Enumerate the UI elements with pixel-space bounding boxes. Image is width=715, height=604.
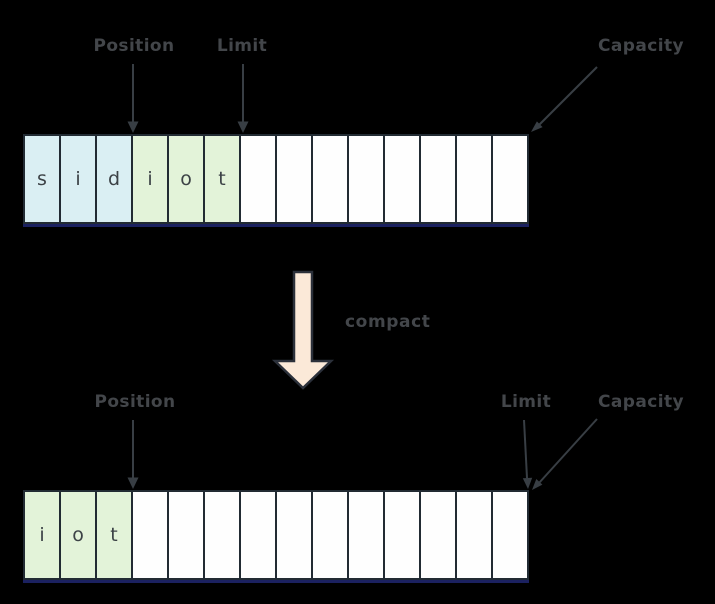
buffer-cell: o	[61, 492, 97, 578]
buffer-cell: d	[97, 136, 133, 222]
buffer-cell: i	[133, 136, 169, 222]
cell-letter: o	[180, 168, 192, 190]
cell-letter: i	[39, 524, 45, 546]
buffer-cell: t	[205, 136, 241, 222]
buffer-cell	[421, 492, 457, 578]
buffer-cell	[385, 492, 421, 578]
buffer-cell	[493, 136, 527, 222]
buffer-cell	[277, 136, 313, 222]
cell-letter: o	[72, 524, 84, 546]
buffer-cell	[349, 136, 385, 222]
top-position-arrow	[127, 64, 139, 133]
buffer-cell	[349, 492, 385, 578]
buffer-cell	[205, 492, 241, 578]
buffer-cell	[169, 492, 205, 578]
compact-label: compact	[345, 312, 431, 332]
buffer-cell	[313, 492, 349, 578]
cell-letter: s	[37, 168, 47, 190]
cell-letter: i	[75, 168, 81, 190]
buffer-cell: i	[61, 136, 97, 222]
buffer-cell: s	[25, 136, 61, 222]
buffer-cell	[277, 492, 313, 578]
top-limit-arrow	[237, 64, 249, 133]
bottom-limit-label: Limit	[500, 392, 552, 412]
top-position-label: Position	[93, 36, 175, 56]
buffer-cell	[385, 136, 421, 222]
top-capacity-arrow	[531, 66, 598, 132]
top-limit-label: Limit	[216, 36, 268, 56]
bottom-capacity-arrow	[532, 418, 598, 490]
buffer-cell: t	[97, 492, 133, 578]
bottom-position-label: Position	[94, 392, 176, 412]
buffer-cell	[457, 492, 493, 578]
bottom-capacity-label: Capacity	[598, 392, 684, 412]
buffer-cell	[241, 492, 277, 578]
compact-arrow	[271, 270, 335, 390]
cell-letter: i	[147, 168, 153, 190]
buffer-cell: o	[169, 136, 205, 222]
bottom-position-arrow	[127, 420, 139, 489]
top-capacity-label: Capacity	[598, 36, 684, 56]
buffer-cell	[493, 492, 527, 578]
buffer-cell: i	[25, 492, 61, 578]
buffer-cell	[457, 136, 493, 222]
cell-letter: d	[107, 168, 121, 190]
buffer-cell	[133, 492, 169, 578]
buffer-cell	[421, 136, 457, 222]
buffer-cell	[241, 136, 277, 222]
cell-letter: t	[110, 524, 118, 546]
buffer-cell	[313, 136, 349, 222]
cell-letter: t	[218, 168, 226, 190]
bottom-limit-arrow	[522, 419, 533, 489]
